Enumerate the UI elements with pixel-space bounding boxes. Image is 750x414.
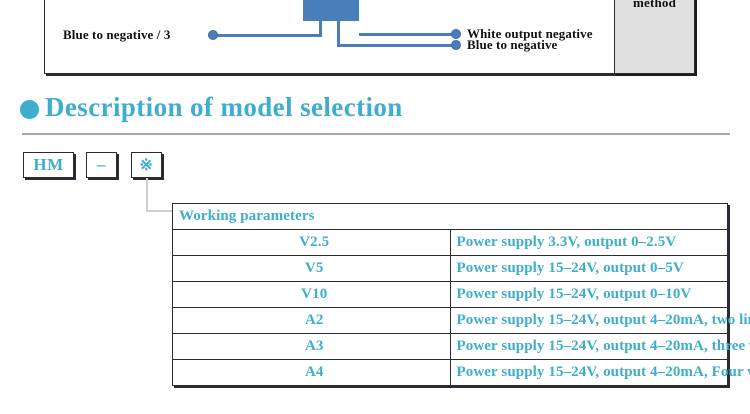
section-heading: Description of model selection — [20, 92, 403, 123]
connector-line-vertical — [146, 178, 148, 212]
page-title: Description of model selection — [45, 92, 403, 122]
row-code: V2.5 — [172, 229, 451, 256]
wire-blue-to-negative — [337, 44, 453, 47]
row-code: A4 — [172, 359, 451, 386]
row-description: Power supply 15–24V, output 4–20mA, thre… — [449, 333, 750, 360]
model-code-box-prefix: HM — [23, 152, 74, 178]
method-column-cell: method — [614, 0, 695, 74]
table-row: V5 Power supply 15–24V, output 0–5V — [172, 255, 728, 282]
node-dot-white-output-negative — [451, 29, 461, 39]
row-code: V10 — [172, 281, 451, 308]
row-code: V5 — [172, 255, 451, 282]
table-row: A2 Power supply 15–24V, output 4–20mA, t… — [172, 307, 750, 334]
wiring-diagram-panel: Sensor type White output negative Blue t… — [44, 0, 695, 74]
wire-white-output-negative — [359, 33, 453, 36]
row-description: Power supply 3.3V, output 0–2.5V — [449, 229, 728, 256]
model-code-box-variant: ※ — [131, 152, 162, 178]
row-description: Power supply 15–24V, output 4–20mA, two … — [449, 307, 750, 334]
row-code: A2 — [172, 307, 451, 334]
model-code-box-separator: – — [86, 152, 117, 178]
table-header-label: Working parameters — [172, 203, 728, 230]
table-header-row: Working parameters — [172, 203, 728, 230]
bullet-dot-icon — [20, 99, 39, 119]
table-row: A3 Power supply 15–24V, output 4–20mA, t… — [172, 333, 750, 360]
row-description: Power supply 15–24V, output 0–5V — [449, 255, 728, 282]
wire-label-white-output-negative: White output negative — [467, 26, 593, 41]
wire-label-blue-to-negative-3: Blue to negative / 3 — [63, 27, 171, 42]
wire-blue-to-negative-3 — [215, 34, 322, 37]
node-dot-blue-to-negative — [451, 40, 461, 50]
table-row: V2.5 Power supply 3.3V, output 0–2.5V — [172, 229, 728, 256]
wire-label-blue-to-negative: Blue to negative — [467, 37, 558, 52]
row-description: Power supply 15–24V, output 0–10V — [449, 281, 728, 308]
table-row: V10 Power supply 15–24V, output 0–10V — [172, 281, 728, 308]
wire-drop-blue-to-negative-3 — [319, 21, 322, 37]
row-code: A3 — [172, 333, 451, 360]
method-label: method — [632, 0, 677, 10]
heading-divider — [22, 133, 730, 135]
working-parameters-table: Working parameters V2.5 Power supply 3.3… — [172, 203, 750, 386]
node-dot-blue-to-negative-3 — [208, 30, 218, 40]
connector-line-horizontal — [146, 210, 174, 212]
table-row: A4 Power supply 15–24V, output 4–20mA, F… — [172, 359, 750, 386]
row-description: Power supply 15–24V, output 4–20mA, Four… — [449, 359, 750, 386]
wire-drop-blue-to-negative — [337, 21, 340, 47]
sensor-body-shape: Sensor type — [303, 0, 359, 21]
